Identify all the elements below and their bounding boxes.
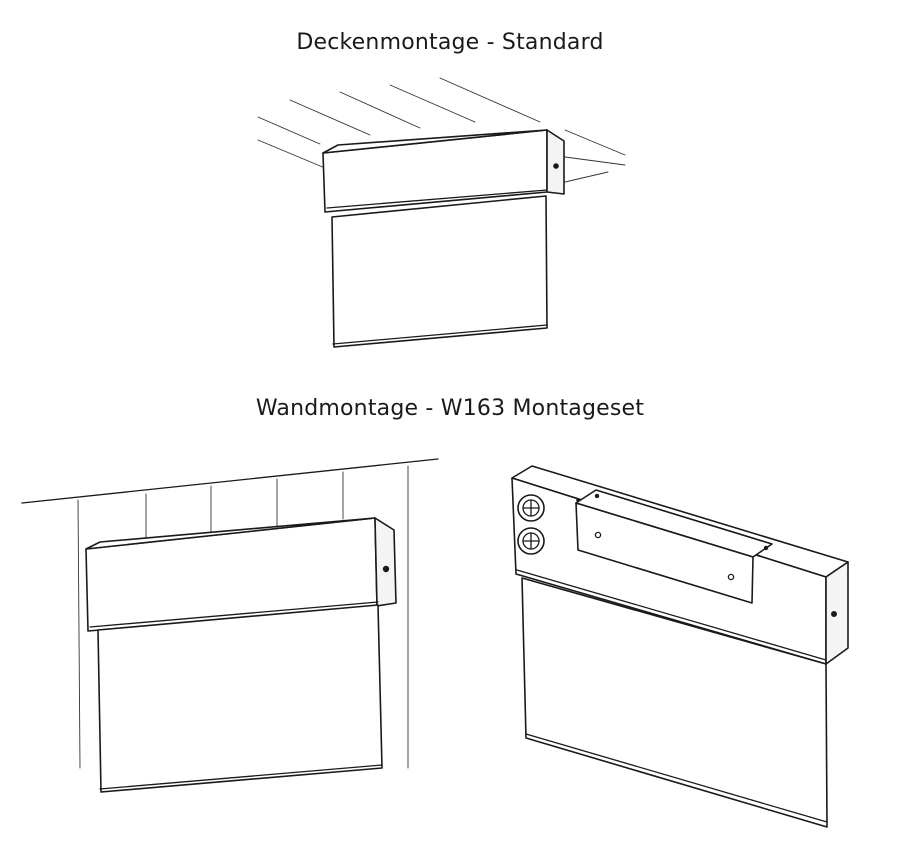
bracket-view-illustration	[511, 465, 849, 828]
ceiling-luminaire-housing	[322, 129, 565, 213]
bracket-hole	[727, 573, 735, 581]
bracket-hole	[594, 493, 600, 499]
screw-point	[576, 498, 580, 502]
ceiling-hatching	[257, 77, 626, 183]
ceiling-sign-panel	[331, 195, 548, 348]
screw-hole	[382, 565, 390, 573]
bracket-hole	[763, 545, 769, 551]
wall-mount-illustration	[21, 458, 439, 793]
ceiling-mount-caption: Deckenmontage - Standard	[296, 30, 604, 55]
wall-tiles	[21, 458, 439, 769]
screw-hole	[553, 163, 559, 169]
rear-sign-panel	[521, 577, 828, 828]
mounting-bracket	[575, 489, 773, 604]
wall-luminaire-housing	[85, 517, 397, 632]
cable-glands	[517, 494, 545, 555]
ceiling-mount-illustration	[257, 77, 626, 348]
bracket-hole	[594, 531, 602, 539]
wall-mount-caption: Wandmontage - W163 Montageset	[255, 396, 645, 421]
wall-sign-panel	[97, 604, 383, 793]
screw-hole	[831, 611, 837, 617]
